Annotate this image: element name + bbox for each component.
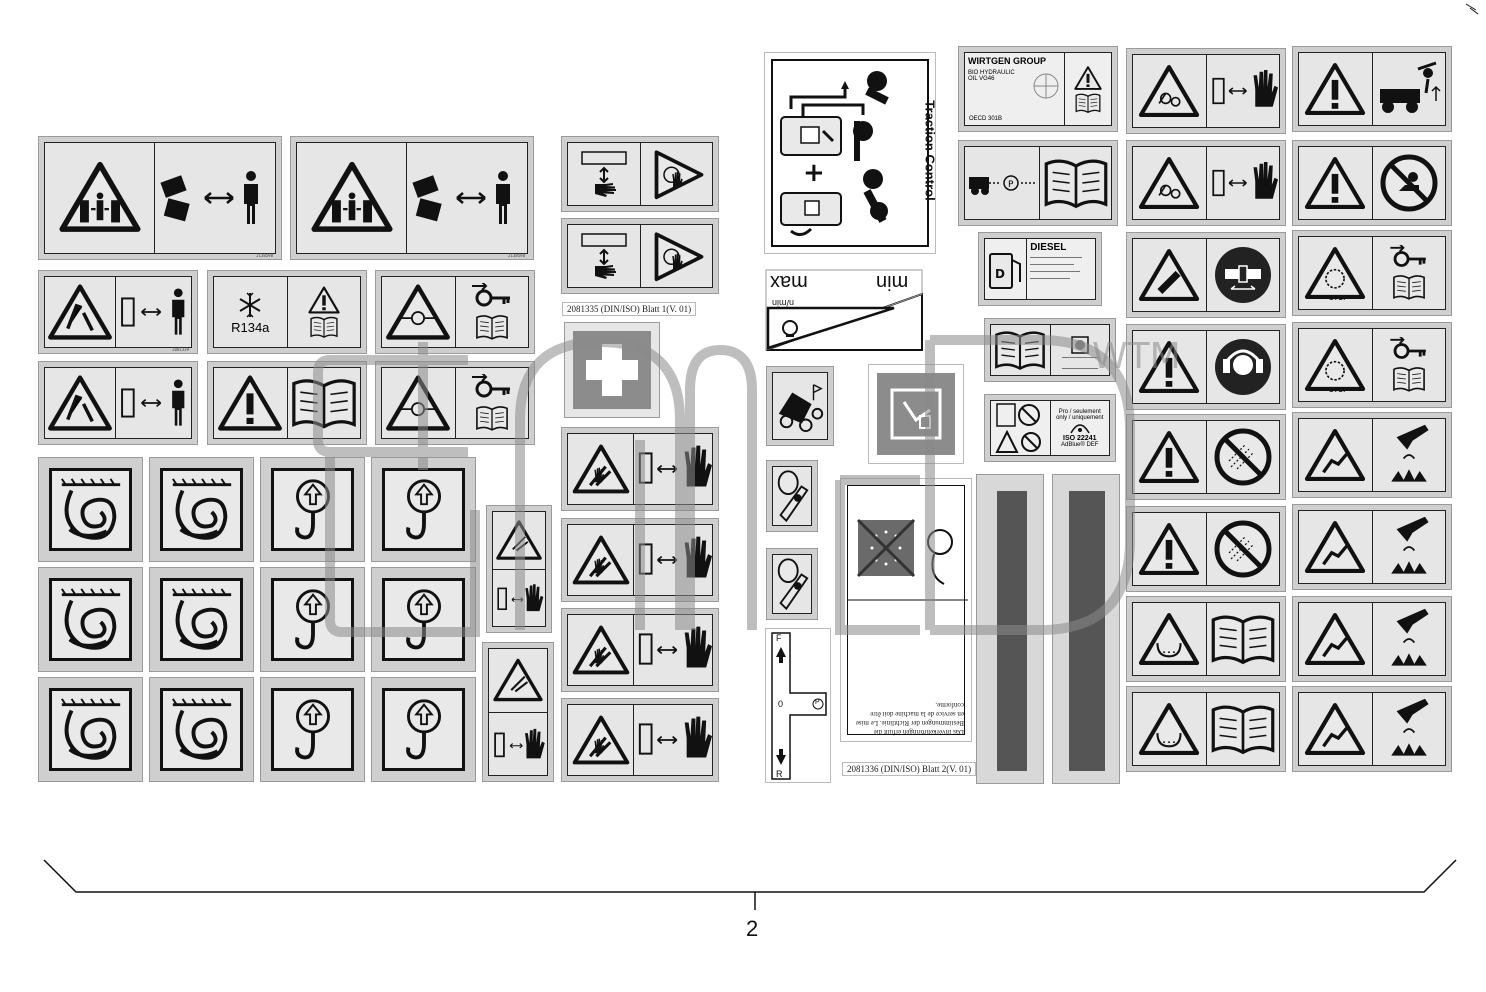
decal-tie-down-3 <box>38 567 143 672</box>
decal-crush-hazard-1: 2138598 <box>38 136 282 260</box>
callout-number: 2 <box>746 916 759 941</box>
decal-hand-crush-4 <box>561 698 719 782</box>
decal-traction-control: + Traction Control <box>764 52 938 254</box>
decal-no-riding <box>1292 140 1452 226</box>
decal-lifting-point-5 <box>260 677 365 782</box>
decal-r134a: R134a <box>207 270 367 354</box>
svg-text:D: D <box>995 267 1005 281</box>
decal-machine-mode <box>766 366 834 446</box>
decal-fan-hazard-1 <box>561 136 719 212</box>
decal-lifting-point-6 <box>371 677 476 782</box>
decal-hand-entanglement-3 <box>1292 596 1452 682</box>
diesel-label: DIESEL <box>1030 242 1067 253</box>
decal-tie-down-5 <box>38 677 143 782</box>
decal-coolant-manual-1 <box>1126 596 1286 682</box>
decal-key-manual-1 <box>375 270 535 354</box>
decal-fall-hazard-1: 2081339 <box>38 270 198 354</box>
decal-tie-down-1 <box>38 457 143 562</box>
shifter-p: P <box>815 699 820 706</box>
shifter-r: R <box>776 769 783 779</box>
decal-steering-1 <box>766 460 818 532</box>
r134a-label: R134a <box>231 319 270 335</box>
reference-caption-sheet-2: 2081336 (DIN/ISO) Blatt 2(V. 01) <box>842 762 977 776</box>
decal-diesel: D DIESEL <box>978 232 1102 306</box>
decal-tie-down-6 <box>149 677 254 782</box>
decal-bio-hydraulic-oil: WIRTGEN GROUP BIO HYDRAULIC OIL VG46 OEC… <box>958 46 1118 132</box>
decal-fall-hazard-2 <box>38 361 198 445</box>
decal-hot-fluid-hand-1 <box>1126 48 1286 134</box>
decal-hot-fluid-hand-2 <box>1126 140 1286 226</box>
decal-no-spray-2 <box>1126 506 1286 592</box>
decal-crush-hazard-2: 2138598 <box>290 136 534 260</box>
bio-oil-text: BIO HYDRAULIC OIL VG46 <box>968 70 1015 82</box>
stop-label-1: STOP <box>1329 295 1348 302</box>
decal-hand-entanglement-2 <box>1292 504 1452 590</box>
decal-gear-shifter: F 0 R P <box>765 628 831 783</box>
decal-hand-entanglement-4 <box>1292 686 1452 772</box>
decal-engine-speed: max min n/min <box>764 268 924 352</box>
decal-tie-down-2 <box>149 457 254 562</box>
oecd-text: OECD 301B <box>969 116 1003 122</box>
stop-label-2: STOP <box>1329 387 1348 394</box>
decal-seatbelt <box>1126 232 1286 318</box>
decal-steering-2 <box>766 548 818 620</box>
decal-stop-key-manual-1: STOP <box>1292 230 1452 316</box>
svg-text:P: P <box>1008 180 1014 190</box>
decal-fan-hazard-2 <box>561 218 719 294</box>
decal-no-spray-1 <box>1126 414 1286 500</box>
decal-hand-entanglement-1 <box>1292 412 1452 498</box>
shifter-0: 0 <box>778 699 784 709</box>
decal-run-over-hazard <box>1292 46 1452 132</box>
reference-caption-sheet-1: 2081335 (DIN/ISO) Blatt 1(V. 01) <box>562 302 697 316</box>
decal-tie-down-4 <box>149 567 254 672</box>
decal-towing-manual: P <box>958 140 1118 226</box>
decal-hearing-protection <box>1126 324 1286 410</box>
svg-text:+: + <box>803 158 825 188</box>
decal-stop-key-manual-2: STOP <box>1292 322 1452 408</box>
shifter-f: F <box>776 633 782 643</box>
wirtgen-logo: WIRTGEN GROUP <box>968 56 1046 66</box>
decal-coolant-manual-2 <box>1126 686 1286 772</box>
decal-vertical-rotating-2 <box>482 642 554 782</box>
